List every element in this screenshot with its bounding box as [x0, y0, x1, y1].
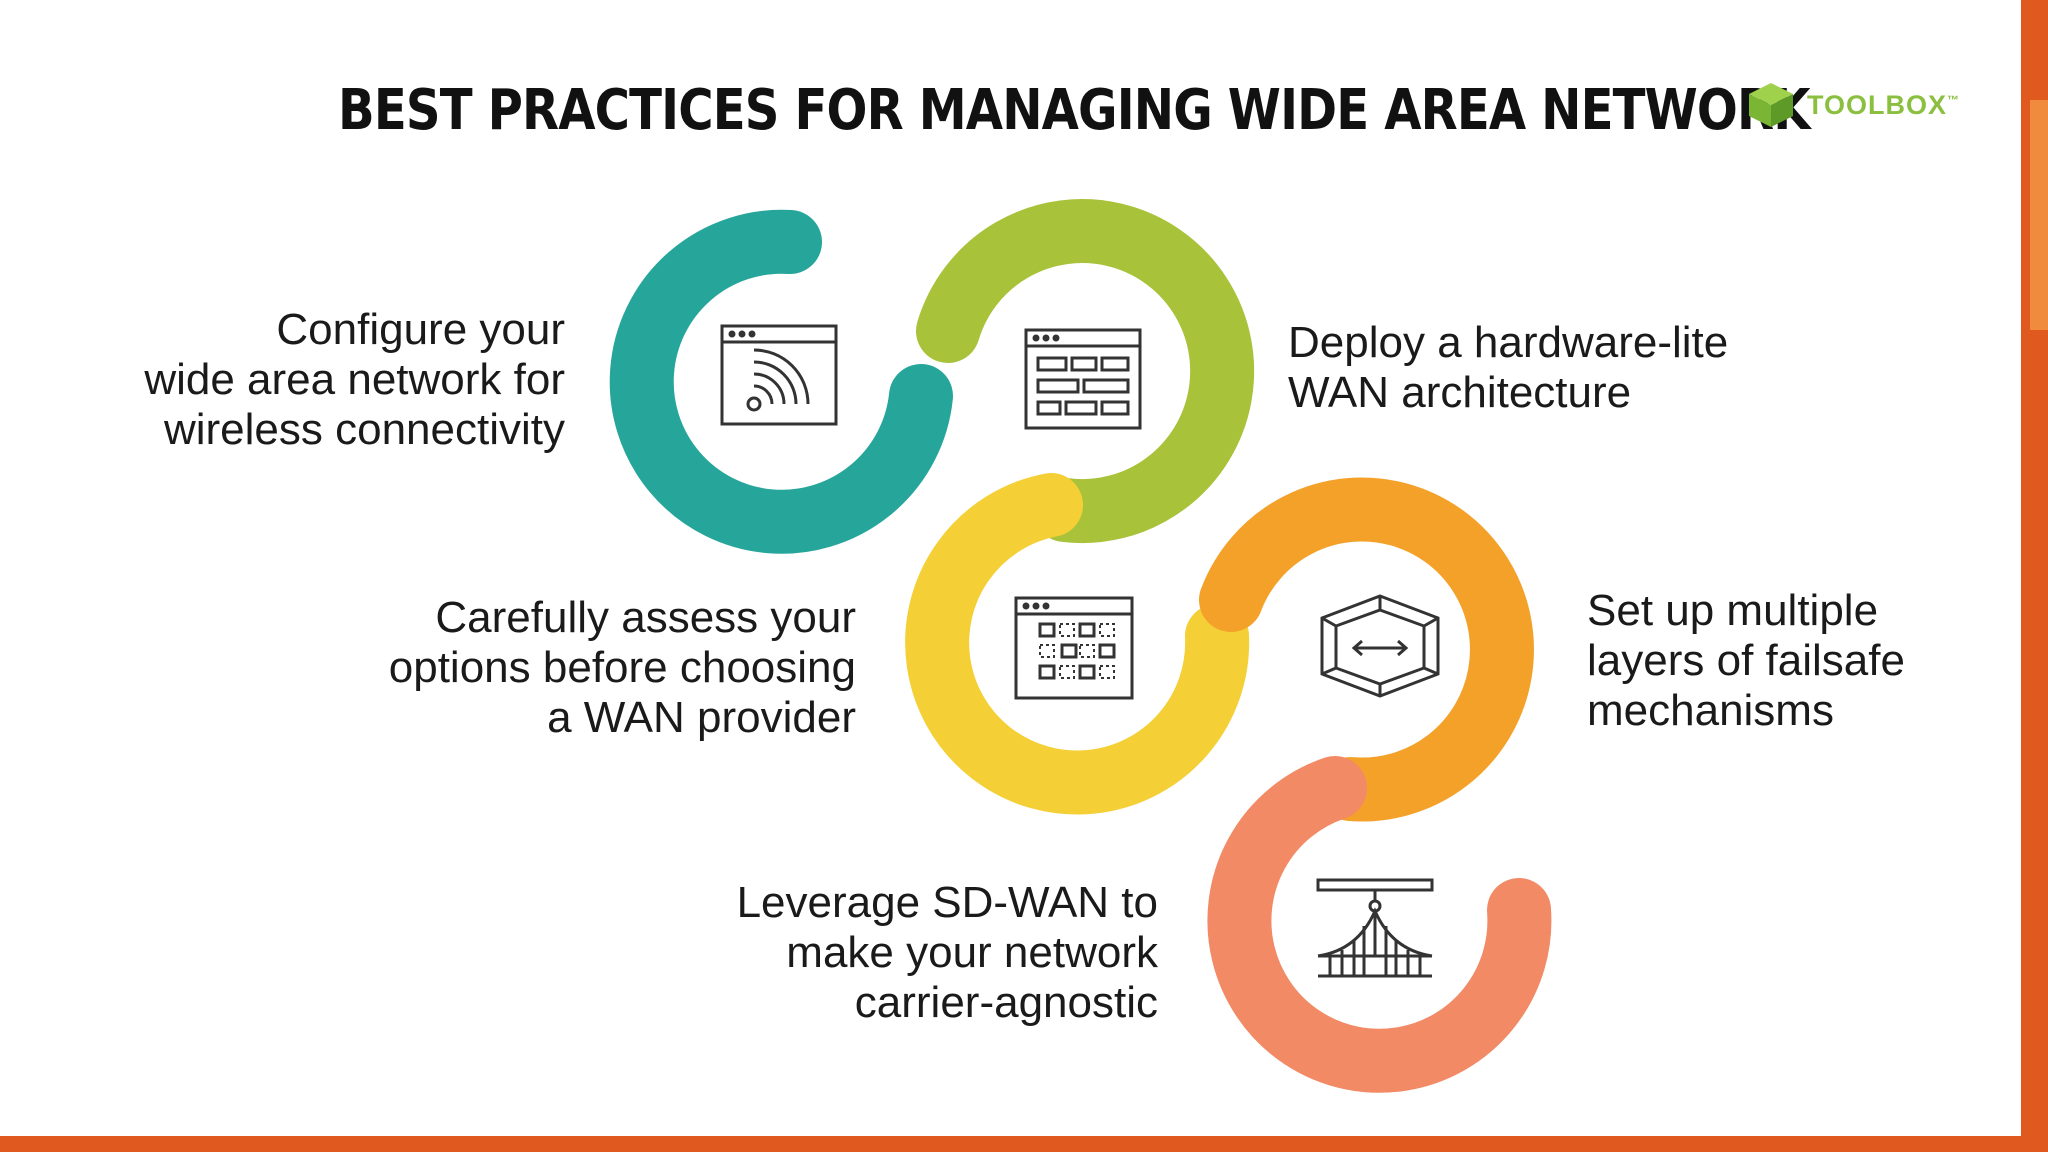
practice-label-failsafe: Set up multiple layers of failsafe mecha… — [1587, 586, 1905, 735]
logo-text: TOOLBOX™ — [1807, 89, 1961, 120]
bridge-icon — [1316, 878, 1434, 978]
practice-label-sd-wan: Leverage SD-WAN to make your network car… — [736, 878, 1158, 1027]
cube-arrows-icon — [1320, 594, 1440, 698]
toolbox-logo: TOOLBOX™ — [1745, 80, 1960, 130]
ring-lime — [916, 199, 1255, 544]
wifi-window-icon — [720, 324, 838, 426]
toolbox-cube-icon — [1749, 83, 1793, 127]
ring-teal — [609, 209, 953, 554]
ring-salmon — [1207, 756, 1552, 1093]
bottom-accent-strip — [0, 1136, 2048, 1152]
ring-yellow — [905, 473, 1250, 815]
practice-label-hardware-lite: Deploy a hardware-lite WAN architecture — [1288, 318, 1729, 417]
ring-orange — [1199, 477, 1534, 822]
practice-label-wireless: Configure your wide area network for wir… — [144, 305, 565, 454]
grid-options-icon — [1014, 596, 1134, 700]
form-window-icon — [1024, 328, 1142, 430]
practice-label-assess-provider: Carefully assess your options before cho… — [388, 593, 856, 742]
right-accent-highlight — [2030, 100, 2048, 330]
